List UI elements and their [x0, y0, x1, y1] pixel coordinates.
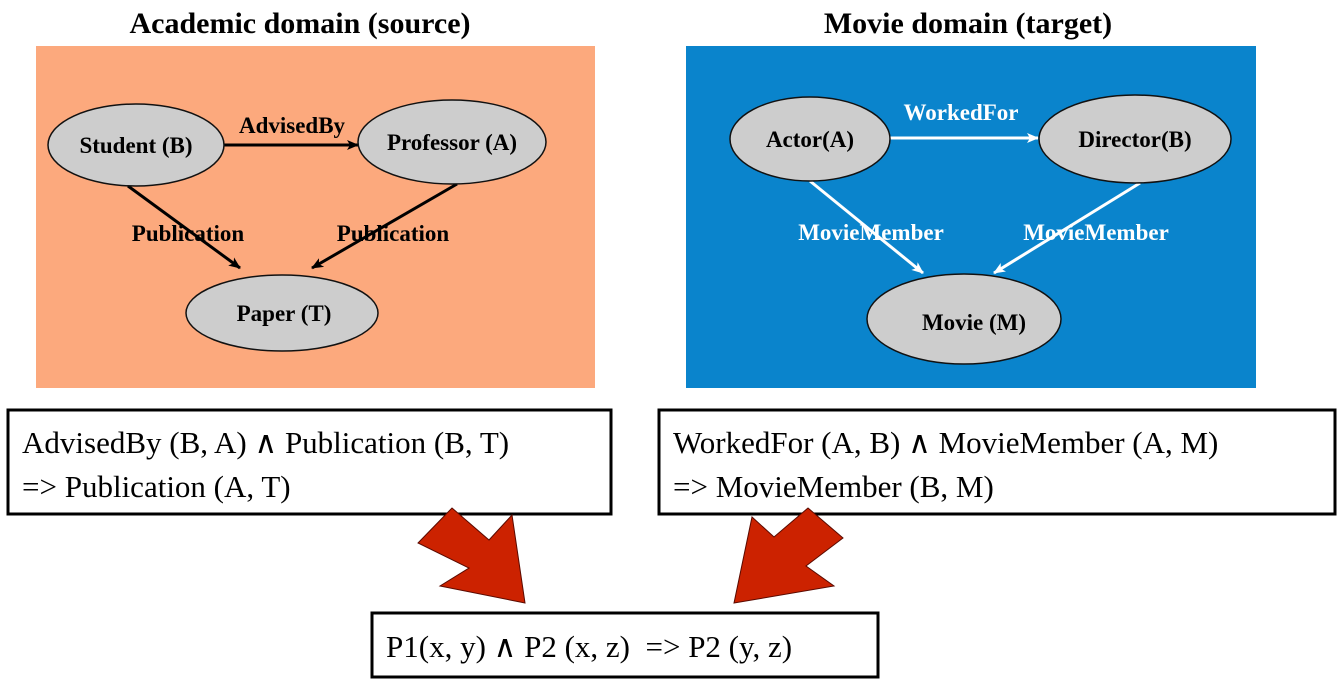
edge-publication-left-label: Publication — [132, 221, 245, 246]
edge-moviemember-right-label: MovieMember — [1023, 220, 1169, 245]
source-rule-box: AdvisedBy (B, A) ∧ Publication (B, T) =>… — [6, 408, 613, 516]
source-rule-line1: AdvisedBy (B, A) ∧ Publication (B, T) — [22, 425, 509, 460]
general-rule-box: P1(x, y) ∧ P2 (x, z) => P2 (y, z) — [370, 611, 880, 679]
node-actor — [729, 96, 891, 182]
edge-publication-left — [127, 184, 241, 270]
source-domain-title: Academic domain (source) — [129, 7, 470, 40]
target-domain-title: Movie domain (target) — [824, 7, 1112, 40]
node-student — [47, 103, 225, 187]
edge-workedfor-label: WorkedFor — [904, 100, 1019, 125]
target-rule-border — [657, 408, 1337, 516]
right-red-arrow-icon — [733, 507, 844, 604]
edge-advisedby-label: AdvisedBy — [239, 113, 346, 138]
target-domain-panel: Actor(A) Director(B) Movie (M) WorkedFor… — [686, 46, 1256, 388]
node-movie — [866, 273, 1062, 365]
edge-publication-right-label: Publication — [337, 221, 450, 246]
general-rule-text: P1(x, y) ∧ P2 (x, z) => P2 (y, z) — [386, 629, 792, 664]
source-rule-line2: => Publication (A, T) — [22, 469, 291, 504]
general-rule-border — [370, 611, 880, 679]
edge-moviemember-left — [809, 179, 924, 275]
node-actor-label: Actor(A) — [766, 127, 854, 152]
node-professor-label: Professor (A) — [387, 130, 517, 155]
edge-moviemember-right — [993, 181, 1141, 275]
target-rule-line1: WorkedFor (A, B) ∧ MovieMember (A, M) — [673, 425, 1218, 460]
target-rule-line2: => MovieMember (B, M) — [673, 469, 994, 504]
node-professor — [357, 99, 547, 185]
node-student-label: Student (B) — [79, 133, 192, 158]
node-paper — [185, 274, 379, 352]
source-domain-panel: Student (B) Professor (A) Paper (T) Advi… — [36, 46, 595, 388]
source-rule-border — [6, 408, 613, 516]
node-director-label: Director(B) — [1078, 127, 1191, 152]
node-director — [1038, 94, 1232, 184]
node-paper-label: Paper (T) — [237, 301, 332, 326]
edge-moviemember-left-label: MovieMember — [798, 220, 944, 245]
target-rule-box: WorkedFor (A, B) ∧ MovieMember (A, M) =>… — [657, 408, 1337, 516]
node-movie-label: Movie (M) — [922, 310, 1026, 335]
edge-publication-right — [311, 182, 458, 270]
left-red-arrow-icon — [417, 507, 526, 604]
